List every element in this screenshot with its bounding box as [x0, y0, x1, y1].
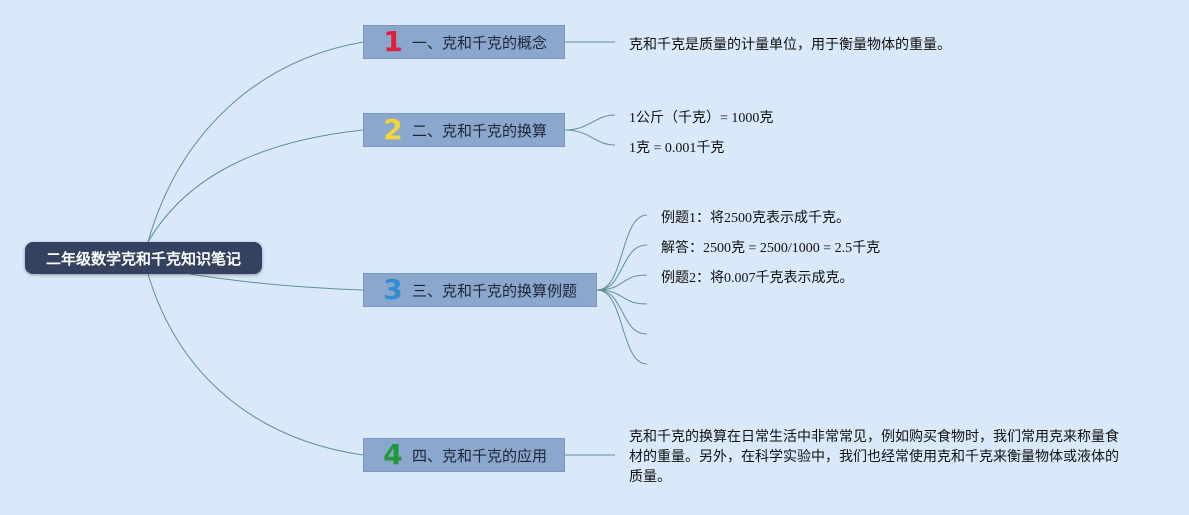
branch-conversion[interactable]: 2 二、克和千克的换算	[363, 113, 565, 147]
branch-label: 一、克和千克的概念	[412, 33, 548, 52]
leaf-concept[interactable]: 克和千克是质量的计量单位，用于衡量物体的重量。	[629, 37, 951, 53]
leaf-example-3[interactable]: 例题2：将0.007千克表示成克。	[661, 271, 854, 286]
leaf-conversion-2[interactable]: 1克 = 0.001千克	[629, 141, 725, 156]
number-4-icon: 4	[383, 438, 403, 471]
connector-branch-3-leaf-5	[596, 289, 648, 335]
connector-branch-3-leaf-6	[596, 289, 648, 365]
leaf-example-1[interactable]: 例题1：将2500克表示成千克。	[661, 211, 850, 226]
connector-branch-3-leaf-1	[596, 214, 648, 291]
number-2-icon: 2	[383, 113, 403, 146]
branch-label: 三、克和千克的换算例题	[412, 281, 578, 300]
connector-root-branch-3	[189, 273, 364, 291]
branch-label: 二、克和千克的换算	[412, 121, 548, 140]
connector-root-branch-4	[147, 273, 364, 456]
connector-root-branch-1	[147, 41, 364, 243]
leaf-conversion-1[interactable]: 1公斤（千克）= 1000克	[629, 111, 774, 126]
connector-branch-3-leaf-4	[596, 289, 648, 305]
connector-branch-2-leaf-1	[564, 114, 616, 131]
number-1-icon: 1	[383, 25, 403, 58]
branch-label: 四、克和千克的应用	[412, 446, 548, 465]
root-topic[interactable]: 二年级数学克和千克知识笔记	[25, 242, 262, 274]
connector-branch-3-leaf-3	[596, 274, 648, 291]
branch-concept[interactable]: 1 一、克和千克的概念	[363, 25, 565, 59]
branch-examples[interactable]: 3 三、克和千克的换算例题	[363, 273, 597, 307]
connector-branch-2-leaf-2	[564, 129, 616, 146]
branch-application[interactable]: 4 四、克和千克的应用	[363, 438, 565, 472]
connector-root-branch-2	[147, 129, 364, 243]
leaf-example-2[interactable]: 解答：2500克 = 2500/1000 = 2.5千克	[661, 241, 881, 256]
connector-branch-3-leaf-2	[596, 244, 648, 291]
number-3-icon: 3	[383, 273, 403, 306]
leaf-application[interactable]: 克和千克的换算在日常生活中非常常见，例如购买食物时，我们常用克来称量食材的重量。…	[629, 429, 1119, 485]
root-title: 二年级数学克和千克知识笔记	[45, 249, 241, 268]
